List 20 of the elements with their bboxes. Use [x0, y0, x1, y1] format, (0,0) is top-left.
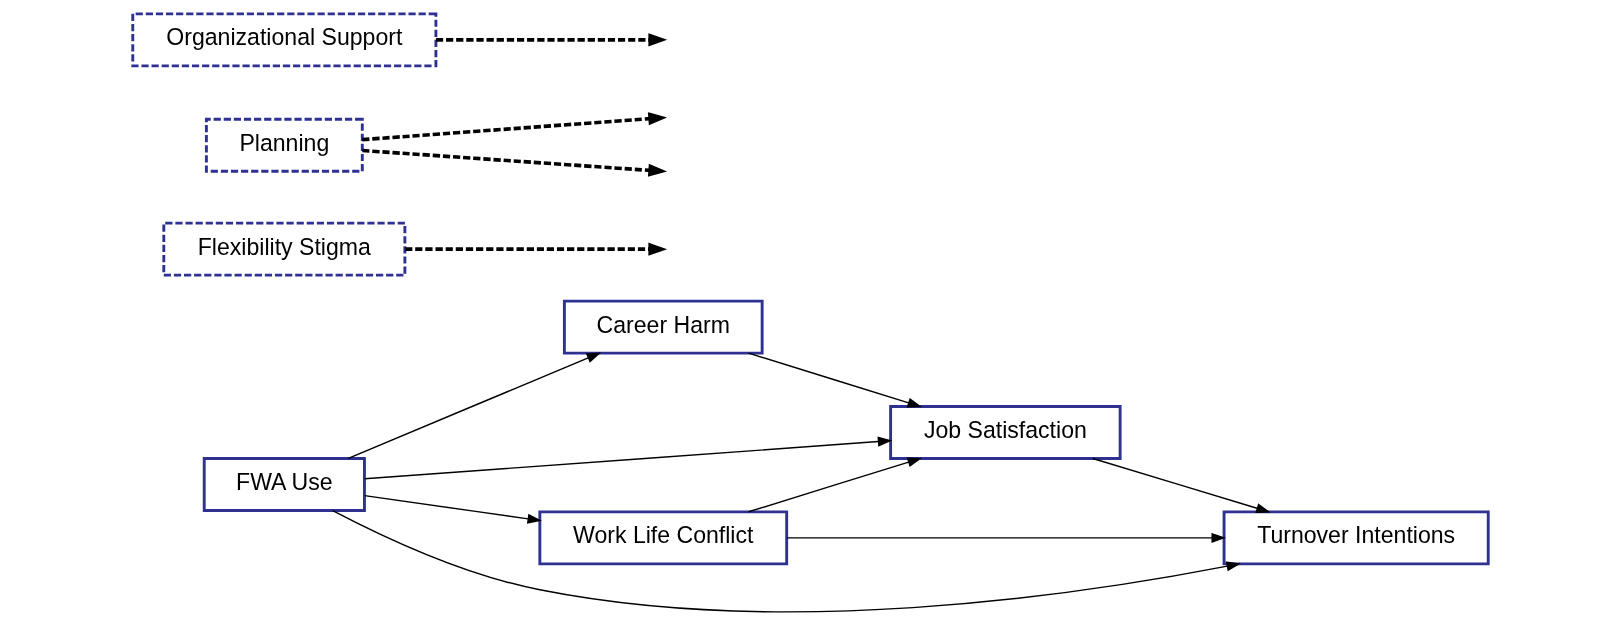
node-box: Turnover Intentions: [1222, 510, 1490, 566]
arrow: [1092, 457, 1271, 514]
arrow: [405, 242, 668, 256]
node-box: FWA Use: [202, 457, 366, 512]
arrow: [331, 509, 1241, 613]
arrow: [362, 148, 668, 177]
node-box: Flexibility Stigma: [162, 221, 407, 277]
node-box: Planning: [204, 117, 364, 173]
node-box: Career Harm: [562, 299, 764, 355]
arrow: [786, 532, 1226, 543]
arrow: [747, 457, 922, 513]
arrow: [436, 33, 668, 47]
arrow: [363, 494, 542, 524]
arrow: [363, 436, 893, 480]
node-box: Work Life Conflict: [538, 510, 789, 566]
arrow: [347, 352, 602, 460]
node-box: Job Satisfaction: [889, 405, 1122, 460]
arrow: [362, 112, 668, 142]
node-box: Organizational Support: [131, 12, 438, 68]
arrow: [747, 352, 922, 408]
